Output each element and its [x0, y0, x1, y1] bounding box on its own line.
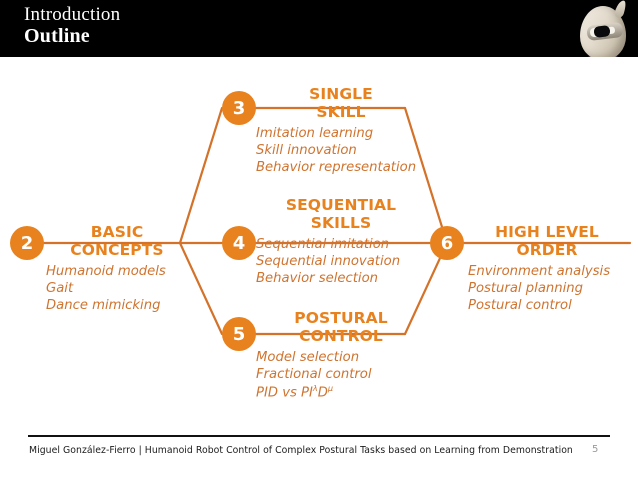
list-item: Imitation learning: [256, 125, 374, 141]
node-block-2: BASIC CONCEPTS Humanoid models Gait Danc…: [42, 223, 192, 314]
node-items-4: Sequential imitation Sequential innovati…: [256, 236, 426, 287]
list-item: Behavior selection: [256, 271, 379, 286]
list-item: Postural control: [468, 298, 572, 313]
page-title: Outline: [24, 25, 90, 48]
formula-lambda-superscript: λ: [312, 383, 318, 393]
formula-base: PID vs PI: [256, 385, 313, 401]
node-title-4: SEQUENTIAL SKILLS: [285, 196, 397, 232]
node-title-6: HIGH LEVEL ORDER: [495, 223, 599, 259]
node-block-4: SEQUENTIAL SKILLS Sequential imitation S…: [256, 196, 426, 287]
page-number: 5: [592, 444, 599, 455]
list-item: Fractional control: [256, 366, 372, 382]
connector-hub-to-node3: [178, 106, 224, 245]
list-item: Dance mimicking: [46, 298, 161, 313]
node-title-3: SINGLE SKILL: [309, 85, 373, 121]
slide-header: Introduction Outline: [0, 0, 638, 57]
list-item: Environment analysis: [468, 263, 611, 279]
node-circle-5[interactable]: 5: [222, 317, 256, 351]
list-item: Sequential innovation: [256, 253, 401, 269]
footer-divider: [28, 435, 610, 437]
node-circle-4[interactable]: 4: [222, 226, 256, 260]
robot-head-photo: [564, 0, 638, 57]
footer-caption: Miguel González-Fierro | Humanoid Robot …: [29, 445, 573, 456]
connector-hub-to-node5: [178, 241, 224, 336]
formula-mu-superscript: μ: [327, 383, 334, 393]
node-circle-6[interactable]: 6: [430, 226, 464, 260]
list-item: Humanoid models: [46, 263, 166, 279]
node-items-2: Humanoid models Gait Dance mimicking: [46, 263, 192, 314]
formula-mid: D: [317, 385, 328, 401]
list-item-formula: PID vs PIλDμ: [256, 383, 426, 401]
header-title-group: Introduction Outline: [24, 5, 120, 47]
list-item: Skill innovation: [256, 142, 357, 158]
list-item: Gait: [46, 280, 74, 296]
node-items-6: Environment analysis Postural planning P…: [468, 263, 630, 314]
list-item: Postural planning: [468, 280, 584, 296]
header-eyebrow: Introduction: [24, 4, 121, 25]
node-circle-2[interactable]: 2: [10, 226, 44, 260]
diagram-connectors: [40, 106, 632, 336]
node-items-3: Imitation learning Skill innovation Beha…: [256, 125, 426, 176]
node-items-5: Model selection Fractional control PID v…: [256, 349, 426, 401]
list-item: Model selection: [256, 349, 360, 365]
node-block-3: SINGLE SKILL Imitation learning Skill in…: [256, 85, 426, 176]
node-title-2: BASIC CONCEPTS: [70, 223, 164, 259]
node-block-5: POSTURAL CONTROL Model selection Fractio…: [256, 309, 426, 401]
list-item: Behavior representation: [256, 160, 417, 175]
robot-antenna-shape: [613, 0, 628, 19]
node-block-6: HIGH LEVEL ORDER Environment analysis Po…: [464, 223, 630, 314]
connector-node3-to-node6: [403, 106, 449, 245]
list-item: Sequential imitation: [256, 236, 390, 252]
node-title-5: POSTURAL CONTROL: [294, 309, 388, 345]
node-circle-3[interactable]: 3: [222, 91, 256, 125]
